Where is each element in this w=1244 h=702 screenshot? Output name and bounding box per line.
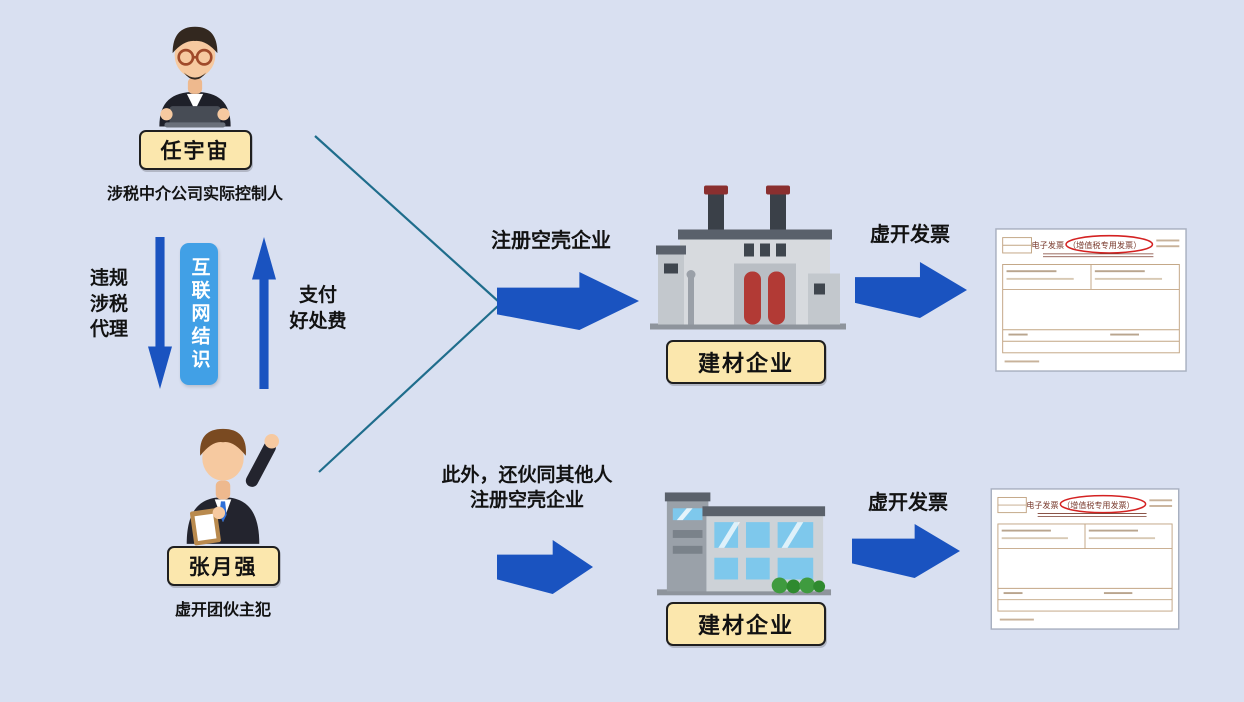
invoice-bottom-icon: 电子发票 （增值税专用发票） [990,488,1180,630]
flow-top-invoice-label: 虚开发票 [870,224,950,246]
businessman-clipboard-icon [186,428,279,546]
actor-bottom-name: 张月强 [166,546,280,586]
actor-top-role: 涉税中介公司实际控制人 [106,186,283,203]
invoice-title-left: 电子发票 [1031,240,1064,250]
relation-right-label: 支付 好处费 [289,285,347,332]
actor-top-name: 任宇宙 [138,130,252,170]
flow-top-register-label: 注册空壳企业 [491,230,611,252]
invoice-title-left: 电子发票 [1026,500,1058,510]
up-arrow-icon [252,237,276,389]
internet-channel-box: 互联网结识 [180,243,218,385]
flow-top-invoice-arrow-icon [855,262,967,318]
factory-icon [650,185,846,330]
flow-bottom-invoice-label: 虚开发票 [868,492,948,514]
flow-top-company-label: 建材企业 [666,340,827,384]
actor-top-group: 任宇宙 涉税中介公司实际控制人 [88,12,302,204]
invoice-title-circled: （增值税专用发票） [1068,240,1141,250]
actor-bottom-group: 张月强 虚开团伙主犯 [125,406,321,620]
invoice-title-circled: （增值税专用发票） [1062,500,1134,510]
flow-bottom-invoice-arrow-icon [852,524,960,578]
down-arrow-icon [148,237,172,389]
relation-left-label: 违规 涉税 代理 [89,268,128,341]
flow-bottom-company-label: 建材企业 [666,602,827,646]
businessman-laptop-icon [159,26,231,128]
internet-channel-label: 互联网结识 [188,256,210,372]
flow-bottom-register-label: 此外，还伙同其他人 注册空壳企业 [441,465,613,511]
actor-bottom-role: 虚开团伙主犯 [174,602,271,619]
converge-lines-icon [314,135,500,473]
office-building-icon [656,492,832,596]
invoice-top-icon: 电子发票 （增值税专用发票） [995,228,1187,372]
flow-bottom-big-arrow-icon [497,540,593,594]
flow-top-big-arrow-icon [497,272,639,330]
